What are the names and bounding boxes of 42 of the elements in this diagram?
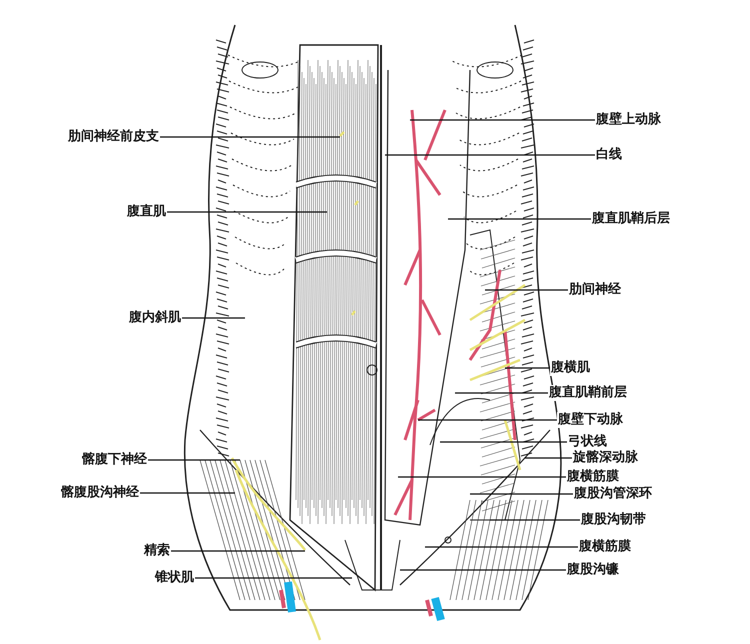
anatomy-label: 腹股沟镰 [566, 562, 620, 578]
leader-line [470, 493, 573, 495]
anatomy-label: 锥状肌 [154, 570, 195, 586]
anatomy-label: 精索 [143, 543, 171, 559]
anatomy-label: 髂腹股沟神经 [60, 485, 140, 501]
leader-line [148, 459, 240, 461]
leader-line [490, 519, 580, 521]
leader-line [400, 569, 566, 571]
anatomy-label: 腹股沟管深环 [573, 486, 653, 502]
anatomy-label: 腹直肌 [126, 204, 167, 220]
leader-line [195, 577, 352, 579]
anatomy-label: 腹横肌 [550, 360, 591, 376]
leader-line [167, 211, 327, 213]
anatomy-label: 弓状线 [567, 434, 608, 450]
leader-line [418, 419, 557, 421]
leader-line [385, 154, 595, 156]
leader-line [160, 136, 340, 138]
anatomy-label: 腹横筋膜 [566, 469, 620, 485]
anatomy-label: 肋间神经前皮支 [67, 129, 160, 145]
leader-line [525, 457, 572, 459]
leader-line [140, 492, 235, 494]
leader-line [448, 218, 591, 220]
anatomy-label: 肋间神经 [568, 282, 622, 298]
leader-line [455, 392, 548, 394]
leader-line [182, 317, 245, 319]
leader-line [410, 119, 595, 121]
anatomy-label: 腹壁上动脉 [595, 112, 662, 128]
leader-line [171, 550, 305, 552]
leader-line [425, 546, 578, 548]
leader-line [485, 289, 568, 291]
anatomy-label: 旋髂深动脉 [572, 450, 639, 466]
anatomy-label: 腹直肌鞘前层 [548, 385, 628, 401]
anatomy-label: 腹内斜肌 [128, 310, 182, 326]
leader-line [440, 441, 567, 443]
anatomy-label: 腹壁下动脉 [557, 412, 624, 428]
leader-line [505, 367, 550, 369]
anatomy-label: 腹直肌鞘后层 [591, 211, 671, 227]
anatomy-label: 腹横筋膜 [578, 539, 632, 555]
anatomy-label: 腹股沟韧带 [580, 512, 647, 528]
anatomy-label: 髂腹下神经 [81, 452, 148, 468]
anatomy-label: 白线 [595, 147, 623, 163]
leader-line [398, 476, 566, 478]
